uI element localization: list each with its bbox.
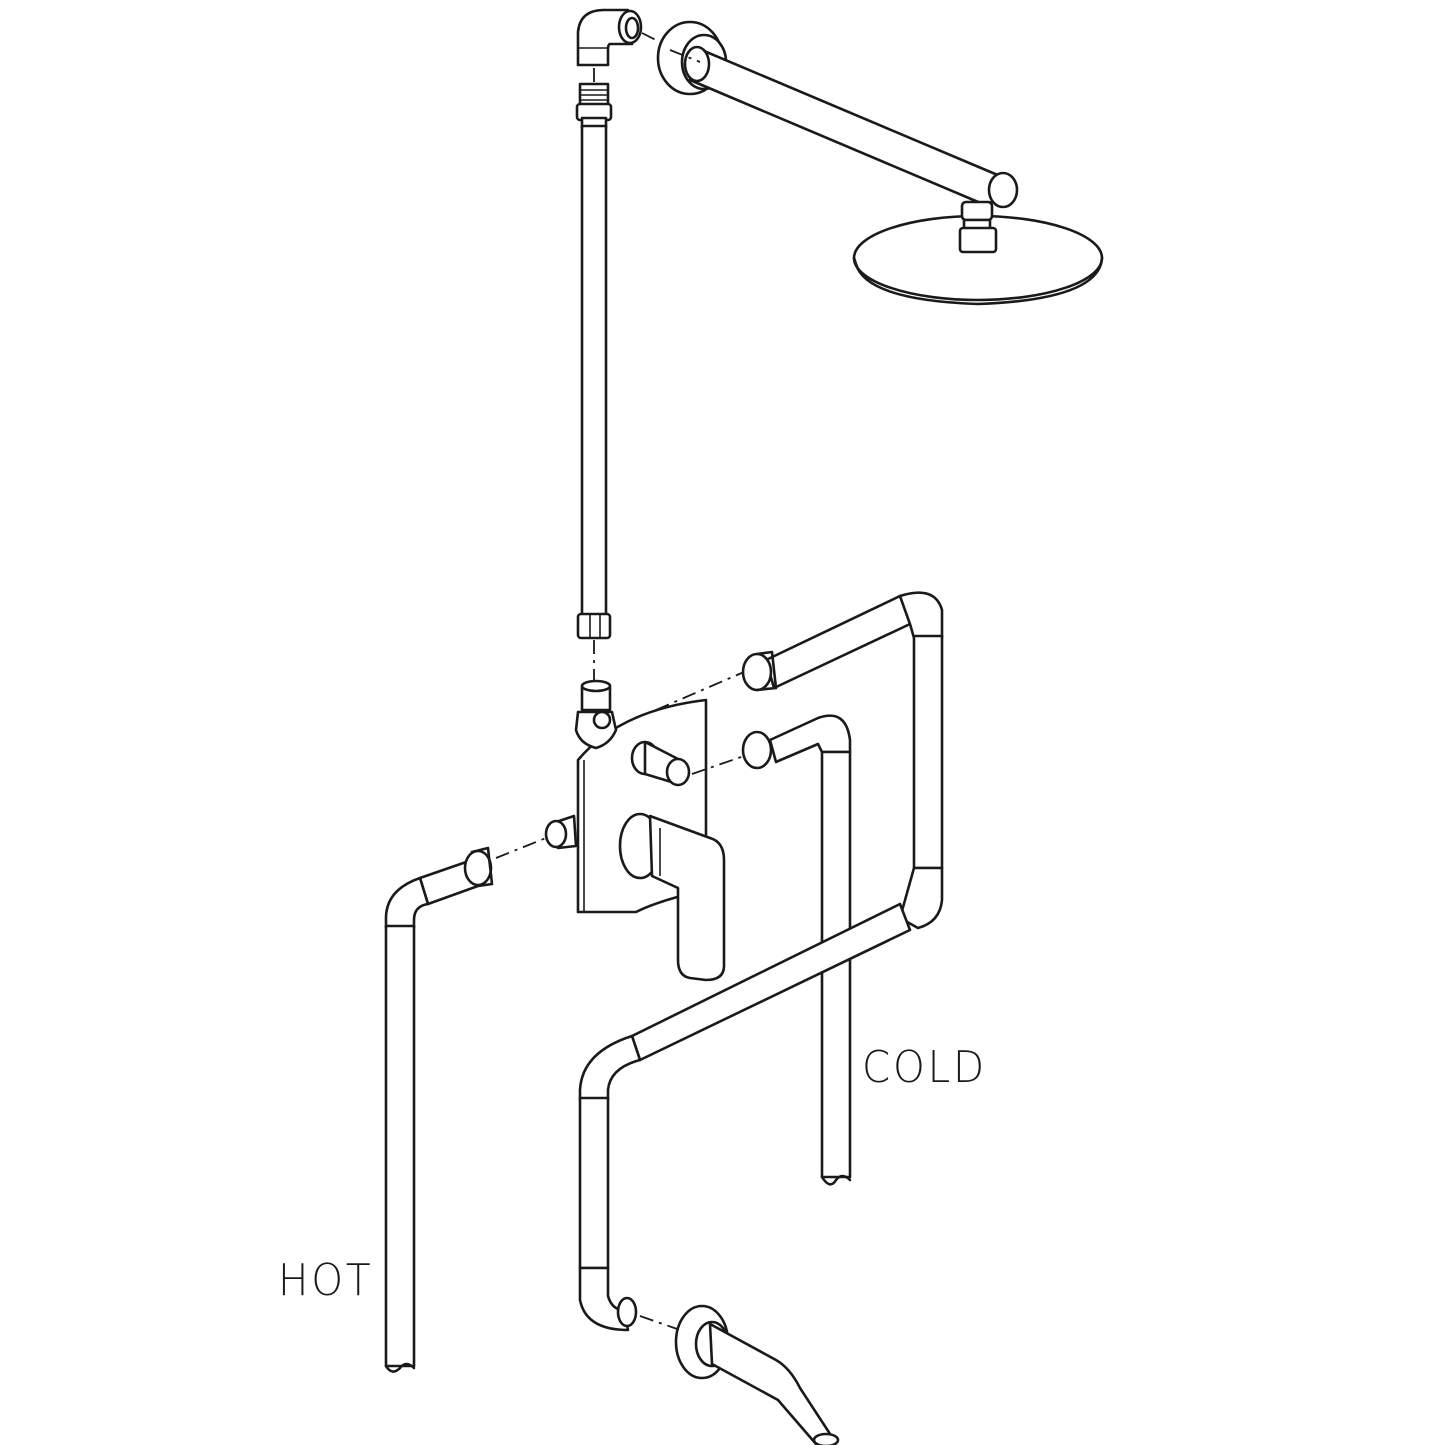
riser-pipe	[575, 82, 613, 640]
hot-label: HOT	[278, 1255, 374, 1306]
rain-shower-head	[852, 200, 1104, 306]
hot-inlet-elbow	[384, 846, 494, 1373]
hot-inlet-stub	[544, 814, 578, 850]
diverter-valve-body	[574, 679, 618, 750]
cold-label: COLD	[862, 1042, 987, 1093]
tub-spout	[708, 1322, 840, 1445]
shower-arm-elbow	[576, 8, 643, 67]
shower-arm	[683, 45, 1019, 209]
lever-handle	[618, 812, 726, 982]
cold-supply-loop	[578, 591, 944, 1332]
diverter-outlet	[630, 740, 691, 787]
